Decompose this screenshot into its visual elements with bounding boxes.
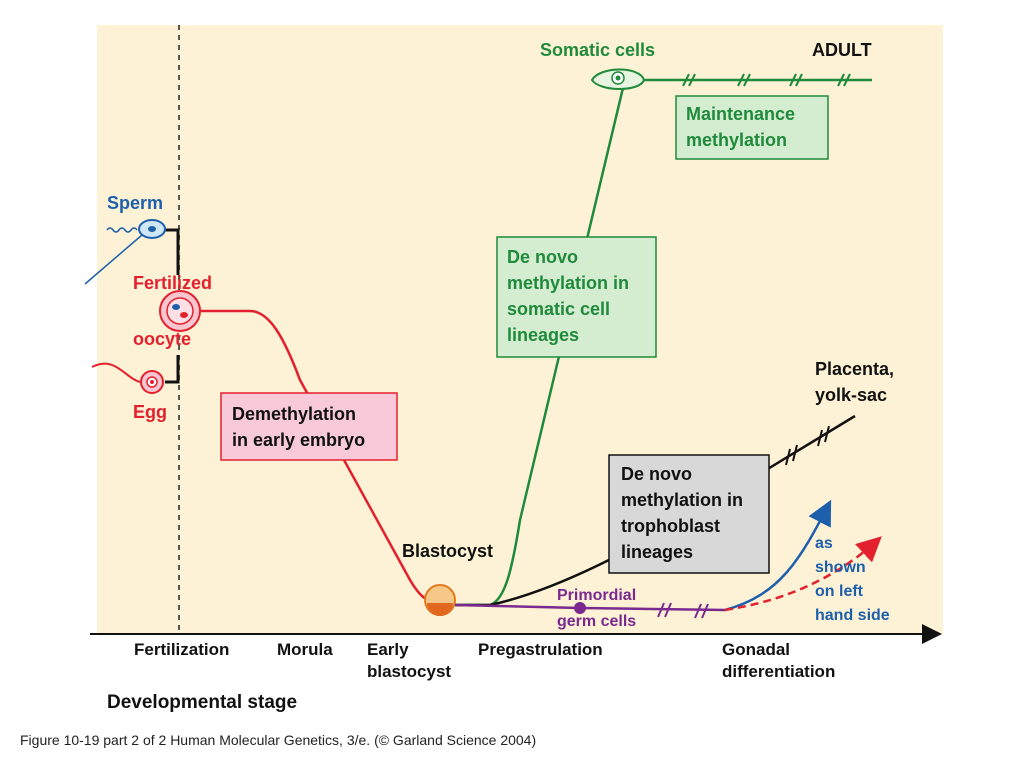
egg-lead-line	[91, 362, 141, 383]
stage-gonadal-2: differentiation	[722, 662, 835, 681]
oocyte-inner-icon	[166, 297, 194, 325]
somatic-cells-label: Somatic cells	[540, 40, 655, 60]
sperm-label: Sperm	[107, 193, 163, 213]
sperm-lead-line	[84, 234, 143, 285]
demethylation-box-line1: Demethylation	[232, 404, 356, 424]
as-shown-line4: hand side	[815, 607, 890, 624]
primordial-germ-cell-icon	[574, 602, 586, 614]
sperm-nucleus-icon	[148, 226, 156, 232]
as-shown-line3: on left	[815, 583, 864, 600]
demethylation-box	[220, 392, 398, 461]
denovo-somatic-line2: methylation in	[507, 273, 629, 293]
germ-timeline-breaks	[657, 602, 709, 619]
egg-core-icon	[150, 380, 154, 384]
female-pronucleus-icon	[180, 312, 188, 318]
somatic-timeline-breaks	[682, 73, 851, 87]
fertilized-label-1: Fertilized	[133, 273, 212, 293]
denovo-somatic-line3: somatic cell	[507, 299, 610, 319]
denovo-trophoblast-line1: De novo	[621, 464, 692, 484]
stage-gonadal-1: Gonadal	[722, 640, 790, 659]
inner-cell-mass-icon	[427, 603, 453, 616]
stage-early-blastocyst-1: Early	[367, 640, 409, 659]
placenta-label-2: yolk-sac	[815, 385, 887, 405]
maintenance-box	[675, 95, 829, 160]
denovo-trophoblast-line2: methylation in	[621, 490, 743, 510]
denovo-somatic-line1: De novo	[507, 247, 578, 267]
primordial-label-1: Primordial	[557, 587, 636, 604]
denovo-trophoblast-box	[608, 454, 770, 574]
maintenance-box-line1: Maintenance	[686, 104, 795, 124]
denovo-somatic-line4: lineages	[507, 325, 579, 345]
stage-early-blastocyst-2: blastocyst	[367, 662, 451, 681]
trophoblast-timeline-breaks	[785, 425, 830, 466]
denovo-trophoblast-line4: lineages	[621, 542, 693, 562]
stage-morula: Morula	[277, 640, 333, 659]
somatic-core-icon	[615, 75, 621, 81]
demethylation-box-line2: in early embryo	[232, 430, 365, 450]
male-pronucleus-icon	[172, 304, 180, 310]
stage-pregastrulation: Pregastrulation	[478, 640, 603, 659]
denovo-somatic-box	[496, 236, 657, 358]
maintenance-box-line2: methylation	[686, 130, 787, 150]
stage-fertilization: Fertilization	[134, 640, 229, 659]
adult-label: ADULT	[812, 40, 872, 60]
axis-title: Developmental stage	[107, 692, 297, 713]
primordial-label-2: germ cells	[557, 613, 636, 630]
figure-caption: Figure 10-19 part 2 of 2 Human Molecular…	[20, 732, 537, 748]
sperm-tail	[106, 227, 138, 233]
fertilized-label-2: oocyte	[133, 329, 191, 349]
fusion-bracket	[165, 228, 180, 384]
germ-remethylation-arrow-blue	[724, 499, 832, 612]
blastocyst-label: Blastocyst	[402, 541, 493, 561]
as-shown-line1: as	[815, 535, 833, 552]
placenta-label-1: Placenta,	[815, 359, 894, 379]
egg-label: Egg	[133, 402, 167, 422]
denovo-trophoblast-line3: trophoblast	[621, 516, 720, 536]
as-shown-line2: shown	[815, 559, 866, 576]
